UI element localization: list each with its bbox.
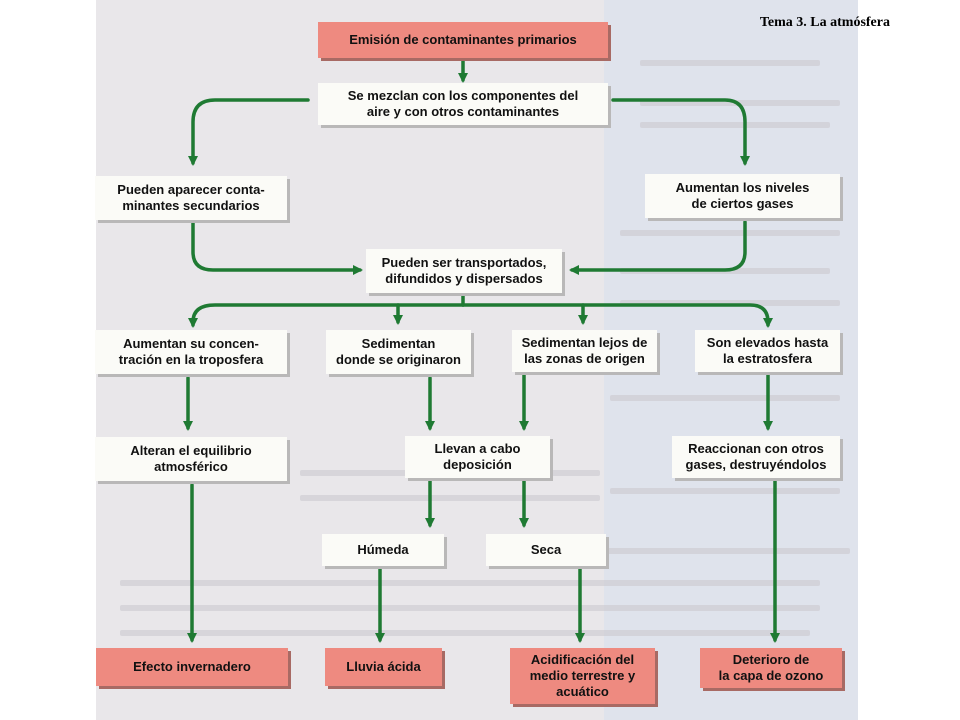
background-text-line bbox=[120, 580, 820, 586]
background-text-line bbox=[620, 300, 840, 306]
box-aumentan-concentracion: Aumentan su concen- tración en la tropos… bbox=[95, 330, 287, 374]
background-text-line bbox=[610, 488, 840, 494]
background-text-line bbox=[120, 630, 810, 636]
box-efecto-invernadero: Efecto invernadero bbox=[96, 648, 288, 686]
box-deterioro-ozono: Deterioro de la capa de ozono bbox=[700, 648, 842, 688]
box-alteran-equilibrio: Alteran el equilibrio atmosférico bbox=[95, 437, 287, 481]
background-text-line bbox=[640, 60, 820, 66]
box-seca: Seca bbox=[486, 534, 606, 566]
box-aumentan-niveles: Aumentan los niveles de ciertos gases bbox=[645, 174, 840, 218]
box-reaccionan-gases: Reaccionan con otros gases, destruyéndol… bbox=[672, 436, 840, 478]
arrow-distribution-left bbox=[188, 303, 465, 328]
arrow-distribution-right bbox=[461, 303, 773, 328]
background-text-line bbox=[600, 548, 850, 554]
background-text-line bbox=[620, 230, 840, 236]
box-humeda: Húmeda bbox=[322, 534, 444, 566]
background-text-line bbox=[610, 395, 840, 401]
box-elevados-estratosfera: Son elevados hasta la estratosfera bbox=[695, 330, 840, 372]
arrow-secundarios-to-transportados bbox=[191, 220, 363, 275]
box-emision-contaminantes: Emisión de contaminantes primarios bbox=[318, 22, 608, 58]
background-text-line bbox=[300, 495, 600, 501]
background-text-line bbox=[640, 122, 830, 128]
box-deposicion: Llevan a cabo deposición bbox=[405, 436, 550, 478]
page-header-title: Tema 3. La atmósfera bbox=[759, 15, 890, 30]
box-acidificacion: Acidificación del medio terrestre y acuá… bbox=[510, 648, 655, 704]
box-pueden-ser-transportados: Pueden ser transportados, difundidos y d… bbox=[366, 249, 562, 293]
box-contaminantes-secundarios: Pueden aparecer conta- minantes secundar… bbox=[95, 176, 287, 220]
arrow-mezclan-to-secundarios bbox=[188, 98, 310, 166]
box-sedimentan-origen: Sedimentan donde se originaron bbox=[326, 330, 471, 374]
box-mezclan-componentes: Se mezclan con los componentes del aire … bbox=[318, 83, 608, 125]
arrow-niveles-to-transportados bbox=[569, 220, 747, 275]
box-lluvia-acida: Lluvia ácida bbox=[325, 648, 442, 686]
box-sedimentan-lejos: Sedimentan lejos de las zonas de origen bbox=[512, 330, 657, 372]
background-text-line bbox=[120, 605, 820, 611]
arrow-mezclan-to-niveles bbox=[611, 98, 750, 166]
